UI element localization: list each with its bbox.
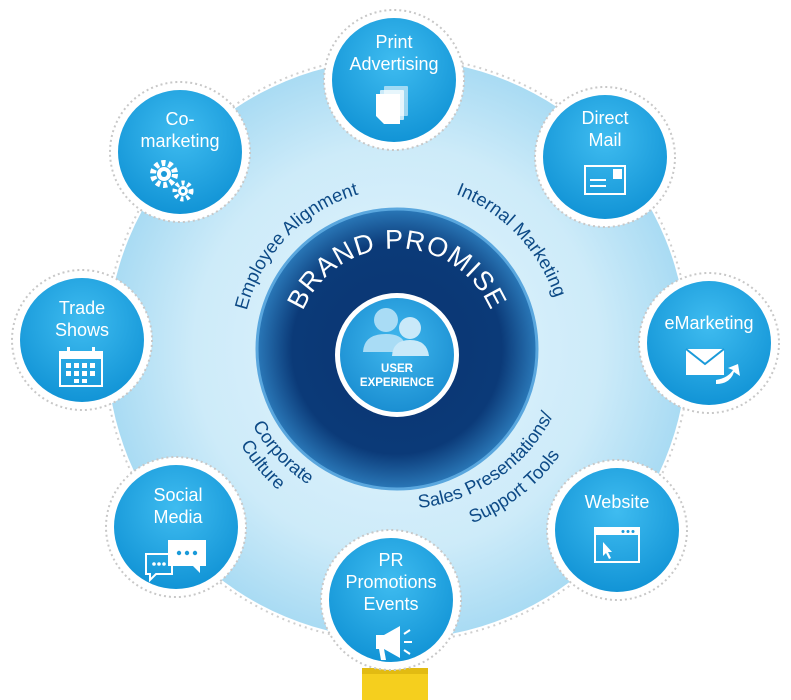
satellite-social-media: Social Media xyxy=(105,456,247,598)
satellite-label: Promotions xyxy=(345,572,436,592)
gears-icon xyxy=(150,160,194,202)
satellite-label: Social xyxy=(153,485,202,505)
satellite-print-advertising: Print Advertising xyxy=(323,9,465,151)
satellite-label: Trade xyxy=(59,298,105,318)
document-stack-icon xyxy=(376,86,408,124)
brand-promise-ring-edge xyxy=(255,207,539,491)
satellite-emarketing: eMarketing xyxy=(638,272,780,414)
satellite-label: Direct xyxy=(581,108,628,128)
email-forward-icon xyxy=(685,348,740,384)
satellite-label: marketing xyxy=(140,131,219,151)
calendar-icon xyxy=(59,347,103,387)
satellite-pr-promotions-events: PR Promotions Events xyxy=(320,529,462,671)
satellite-trade-shows: Trade Shows xyxy=(11,269,153,411)
browser-window-icon xyxy=(594,527,640,563)
envelope-icon xyxy=(584,165,626,195)
satellite-direct-mail: Direct Mail xyxy=(534,86,676,228)
satellite-label: eMarketing xyxy=(664,313,753,333)
satellite-label: Media xyxy=(153,507,203,527)
satellite-label: Events xyxy=(363,594,418,614)
core-label-experience: EXPERIENCE xyxy=(360,377,434,389)
yellow-stem-shade xyxy=(362,668,428,674)
satellite-label: Print xyxy=(375,32,412,52)
users-icon xyxy=(363,308,429,356)
chat-bubbles-icon xyxy=(145,540,206,583)
megaphone-icon xyxy=(376,626,412,660)
satellite-label: Shows xyxy=(55,320,109,340)
satellite-label: Co- xyxy=(165,109,194,129)
satellite-website: Website xyxy=(546,459,688,601)
satellite-co-marketing: Co- marketing xyxy=(109,81,251,223)
core-label-user: USER xyxy=(381,363,414,375)
satellite-label: Website xyxy=(585,492,650,512)
satellite-label: PR xyxy=(378,550,403,570)
satellite-label: Advertising xyxy=(349,54,438,74)
satellite-label: Mail xyxy=(588,130,621,150)
